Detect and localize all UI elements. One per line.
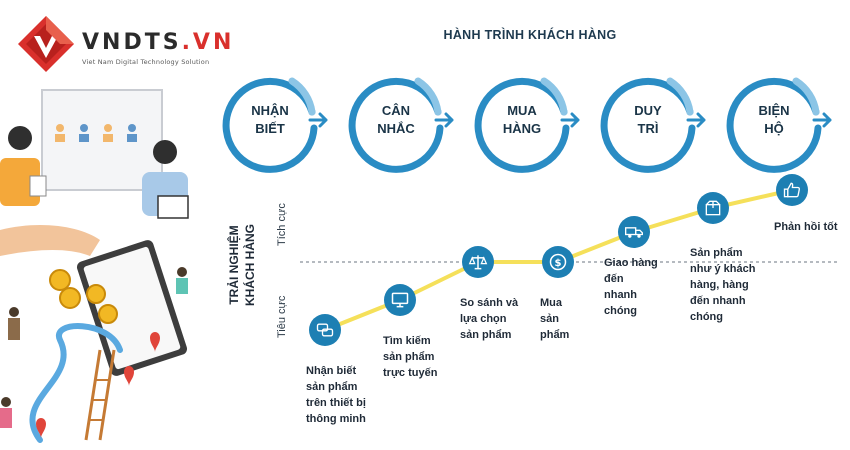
stage-can-nhac: CÂN NHẮC <box>348 72 454 173</box>
brand-name-text: VNDTS <box>82 30 182 55</box>
monitor-icon <box>384 284 416 316</box>
chat-icon <box>309 314 341 346</box>
step-label: Phản hồi tốt <box>774 221 838 233</box>
logo-mark-icon <box>18 16 74 72</box>
ring-arrow-icon <box>600 77 706 173</box>
axis-title: TRẢI NGHIỆM KHÁCH HÀNG <box>227 224 258 306</box>
page-title: HÀNH TRÌNH KHÁCH HÀNG <box>443 28 617 42</box>
stage-mua-hang: MUA HÀNG <box>474 72 580 173</box>
stage-label: MUA HÀNG <box>502 103 542 136</box>
stage-nhan-biet: NHẬN BIẾT <box>222 72 328 173</box>
brand-name: VNDTS.VN <box>82 30 234 55</box>
stage-label: BIỆN HỘ <box>758 103 790 136</box>
ring-arrow-icon <box>348 77 454 173</box>
step-label: So sánh và lựa chọn sản phẩm <box>460 297 519 341</box>
step-label: Mua sản phẩm <box>540 297 570 341</box>
truck-icon <box>618 216 650 248</box>
person-icon <box>153 140 177 164</box>
brand-logo <box>16 14 216 74</box>
stage-label: NHẬN BIẾT <box>251 103 289 136</box>
marketing-illustration <box>0 89 189 443</box>
stage-bien-ho: BIỆN HỘ <box>726 72 832 173</box>
axis-negative-label: Tiêu cực <box>276 295 288 338</box>
scale-icon <box>462 246 494 278</box>
ring-arrow-icon <box>726 77 832 173</box>
thumbs-up-icon <box>776 174 808 206</box>
person-icon <box>8 126 32 150</box>
stage-label: DUY TRÌ <box>634 103 662 136</box>
stage-duy-tri: DUY TRÌ <box>600 72 706 173</box>
step-label: Giao hàng đến nhanh chóng <box>604 257 658 317</box>
step-label: Tìm kiếm sản phẩm trực tuyến <box>383 335 438 379</box>
box-icon <box>697 192 729 224</box>
step-label: Nhận biết sản phẩm trên thiết bị thông m… <box>306 365 366 425</box>
map-pin-icon <box>150 332 160 352</box>
svg-text:$: $ <box>555 258 562 269</box>
coin-icon <box>49 269 71 291</box>
axis-positive-label: Tích cực <box>276 203 288 246</box>
stage-label: CÂN NHẮC <box>377 103 415 136</box>
ring-arrow-icon <box>474 77 580 173</box>
ring-arrow-icon <box>222 77 328 173</box>
brand-tagline: Viet Nam Digital Technology Solution <box>82 58 210 66</box>
step-label: Sản phẩm như ý khách hàng, hàng đến nhan… <box>690 247 756 323</box>
dollar-icon: $ <box>542 246 574 278</box>
brand-domain: .VN <box>181 30 235 55</box>
